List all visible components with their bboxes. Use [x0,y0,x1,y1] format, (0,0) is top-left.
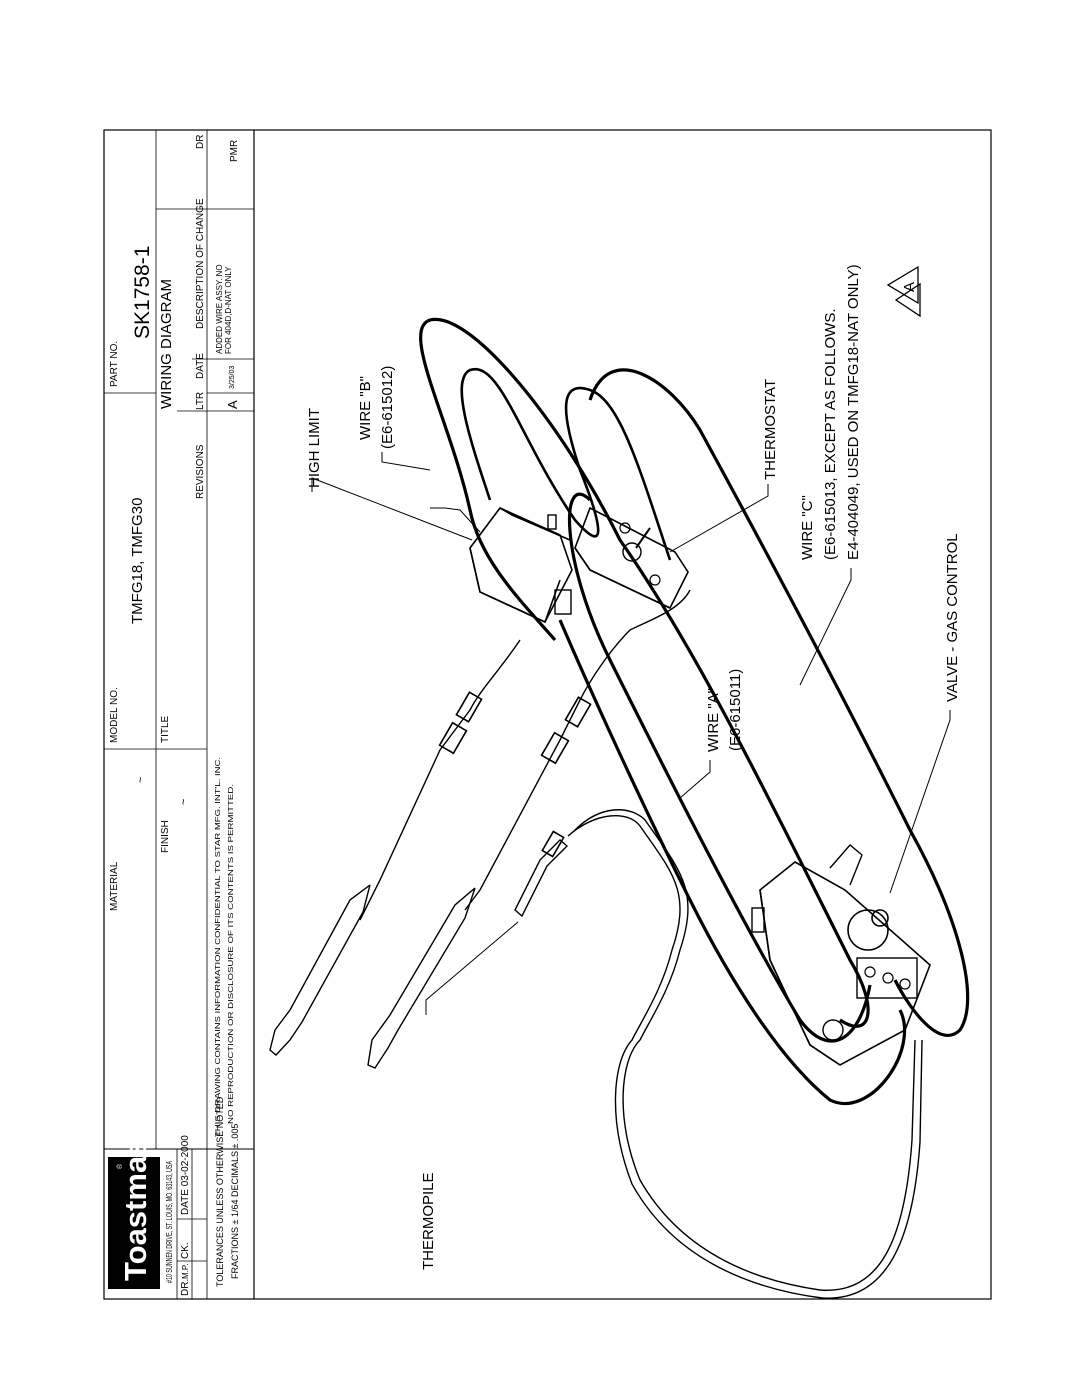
drawing-border [103,129,992,1300]
revision-triangle: A [886,265,921,318]
valve-leader [889,710,951,894]
wire-c-leader [799,568,852,686]
part-number: SK1758-1 [131,246,154,339]
wire-a-leader [679,760,711,799]
thermostat-label: THERMOSTAT [762,379,779,480]
wire-a-part: (E6-615011) [727,669,744,751]
high-limit-capillary [359,639,521,921]
model-value: TMFG18, TMFG30 [129,498,146,624]
dr-value: M.P. [181,1264,190,1279]
wire-c-label: WIRE "C" [799,495,816,560]
valve-label: VALVE - GAS CONTROL [944,533,961,702]
company-address: #10 SUNNEN DRIVE, ST. LOUIS, MO. 63143, … [165,1161,174,1283]
tolerance-line-1: TOLERANCES UNLESS OTHERWISE NOTED [215,1096,225,1287]
wire-b-part: (E6-615012) [379,366,396,449]
thermopile-leader [425,921,519,1015]
revision-triangle-letter: A [901,282,918,292]
wire-b [419,317,870,1028]
wire-c-part-1: (E6-615013, EXCEPT AS FOLLOWS. [822,309,839,561]
revision-description-1: ADDED WIRE ASSY. NO [215,264,224,354]
callouts: HIGH LIMIT WIRE "B" (E6-615012) THERMOST… [306,264,961,1270]
gas-control-valve [751,844,931,1066]
thermostat-leader [669,484,769,553]
tolerance-line-2: FRACTIONS ± 1/64 DECIMALS ± .005 [230,1124,240,1279]
wire-a-label: WIRE "A" [705,688,722,752]
revisions-header: REVISIONS [195,444,206,499]
confidential-line-2: NO REPRODUCTION OR DISCLOSURE OF ITS CON… [226,784,235,1124]
high-limit-switch [469,507,573,624]
part-label: PART NO. [109,341,120,387]
wire-a [558,619,907,1106]
revisions-dr-header: DR [195,135,206,149]
thermopile [514,809,923,1299]
thermostat-bulb [367,887,476,1069]
thermostat-body [574,506,689,610]
toastmaster-logo [108,1157,160,1289]
revision-drafter: PMR [229,140,240,162]
title-label: TITLE [160,715,171,743]
finish-value: ~ [178,799,190,805]
high-limit-leader-line [311,477,473,541]
high-limit-fitting [438,691,483,755]
confidential-line-1: THIS DRAWING CONTAINS INFORMATION CONFID… [213,757,222,1137]
revisions-description-header: DESCRIPTION OF CHANGE [195,198,206,329]
wire-c-outer-loop [588,368,970,1037]
revision-letter: A [225,400,240,409]
drawing-title: WIRING DIAGRAM [158,279,175,409]
revisions-ltr-header: LTR [195,392,206,410]
material-value: ~ [135,777,147,783]
revision-description-2: FOR 404D,D-NAT ONLY [224,266,233,354]
revision-date: 3/25/03 [229,366,236,389]
model-label: MODEL NO. [109,687,120,743]
high-limit-bulb [269,884,371,1056]
thermopile-label: THERMOPILE [420,1172,437,1270]
thermostat-fitting [540,696,592,765]
finish-label: FINISH [160,820,171,853]
material-label: MATERIAL [109,861,120,911]
logo-registered-mark: ® [116,1163,124,1169]
dr-label: DR. [180,1279,191,1296]
wiring-diagram [269,317,970,1299]
date-text: DATE 03-02-2000 [180,1135,191,1215]
revisions-date-header: DATE [195,353,206,379]
ck-label: CK. [180,1242,191,1259]
wire-b-inner-loop [460,367,672,561]
wire-b-leader [381,452,431,471]
wire-b-label: WIRE "B" [357,376,374,440]
wire-c-part-2: E4-404049, USED ON TMFG18-NAT ONLY) [845,264,862,560]
title-block: Toastmaster ® #10 SUNNEN DRIVE, ST. LOUI… [104,130,255,1299]
wire-c [567,492,872,1043]
high-limit-label: HIGH LIMIT [306,408,323,488]
high-limit-leader [430,507,481,533]
logo-text: Toastmaster [118,1099,153,1281]
